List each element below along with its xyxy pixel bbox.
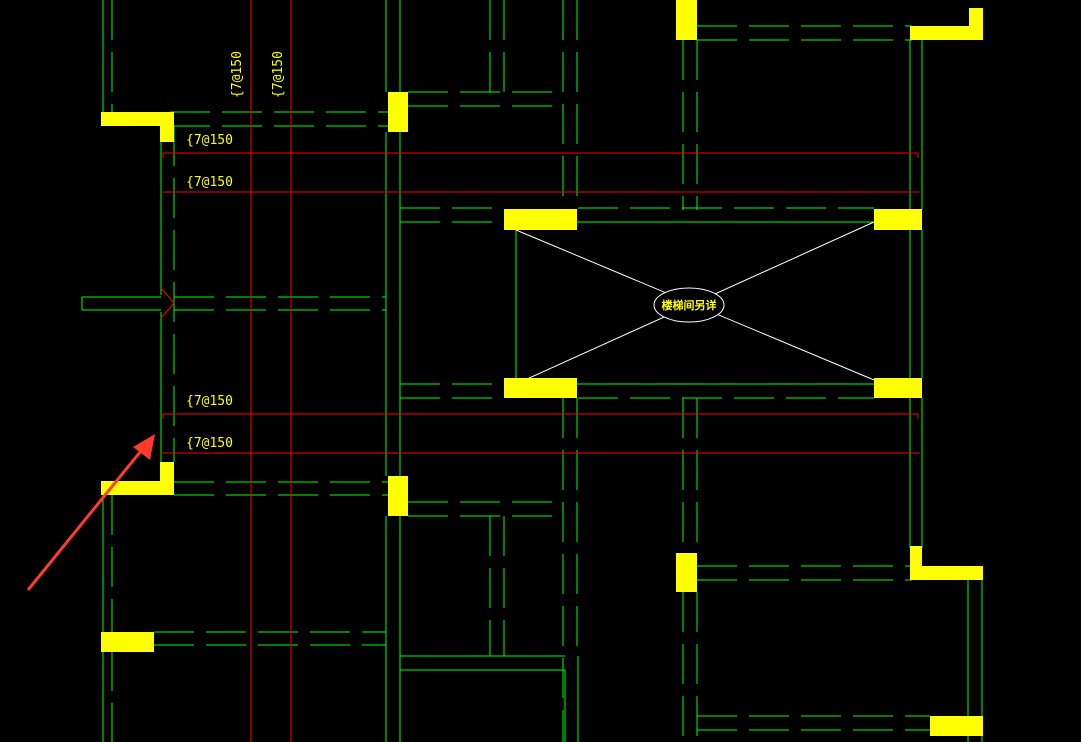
column-bottom-left-h bbox=[101, 481, 174, 495]
column-top-left-h bbox=[101, 112, 174, 126]
stair-note-bubble bbox=[653, 287, 725, 323]
column-stair-br bbox=[874, 378, 922, 398]
annotation-arrow bbox=[26, 434, 155, 591]
stair-symbol: 楼梯间另详 bbox=[515, 221, 875, 385]
wall-lines bbox=[81, 0, 983, 742]
column-top-right-v bbox=[969, 8, 983, 40]
column-left-lower bbox=[101, 632, 154, 652]
beam-dashed-lines bbox=[111, 0, 930, 742]
rebar-label-bottom-2: {7@150 bbox=[186, 436, 233, 451]
column-top-right-h bbox=[910, 26, 983, 40]
column-top-center bbox=[388, 92, 408, 132]
rebar-label-top-2: {7@150 bbox=[186, 175, 233, 190]
column-stair-tl bbox=[504, 209, 577, 230]
rebar-label-vertical-2: {7@150 bbox=[271, 51, 286, 98]
columns bbox=[101, 0, 983, 736]
rebar-labels: {7@150 {7@150 {7@150 {7@150 {7@150 {7@15… bbox=[186, 51, 286, 451]
rebar-label-top-1: {7@150 bbox=[186, 133, 233, 148]
column-stair-bl bbox=[504, 378, 577, 398]
column-right-lower-v bbox=[910, 546, 922, 580]
column-bottom-right bbox=[930, 716, 983, 736]
column-top-left-v bbox=[160, 112, 174, 142]
rebar-lines bbox=[160, 0, 920, 742]
column-right-mid bbox=[676, 553, 697, 592]
stair-note-text: 楼梯间另详 bbox=[662, 298, 717, 312]
rebar-label-vertical-1: {7@150 bbox=[230, 51, 245, 98]
rebar-label-bottom-1: {7@150 bbox=[186, 394, 233, 409]
column-stair-tr bbox=[874, 209, 922, 230]
column-bottom-left-v bbox=[160, 462, 174, 495]
column-right-lower-h bbox=[910, 566, 983, 580]
column-top-mid bbox=[676, 0, 697, 40]
column-bottom-center bbox=[388, 476, 408, 516]
